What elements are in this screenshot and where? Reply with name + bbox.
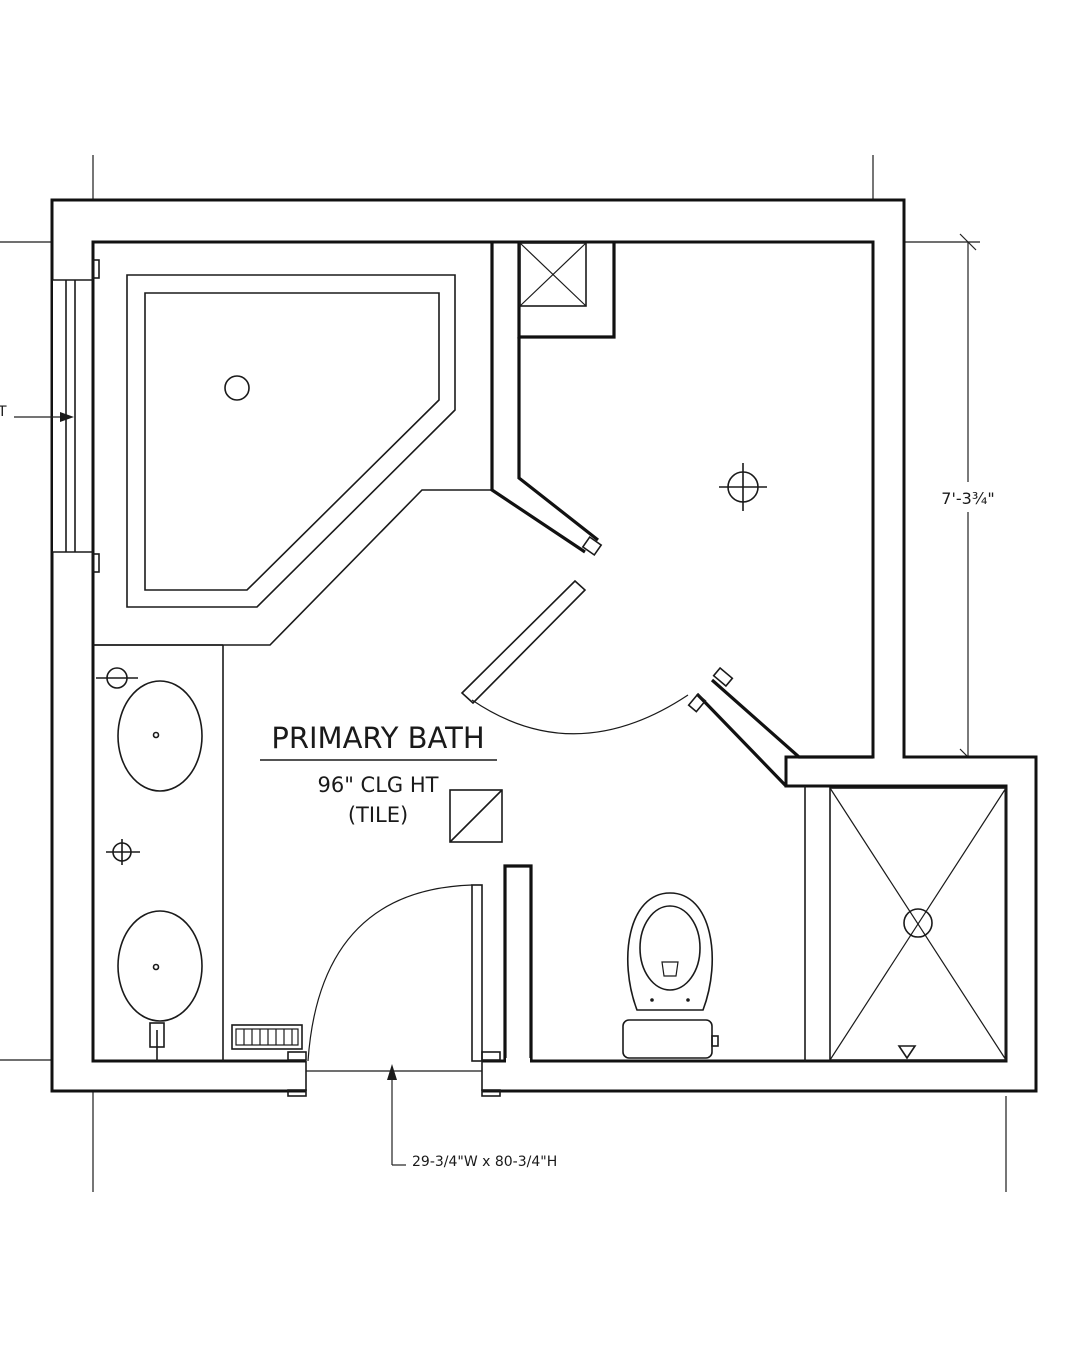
shower — [804, 786, 1007, 1061]
shower-drain — [903, 908, 933, 938]
exhaust-fan — [519, 242, 587, 307]
height-dimension-label: 7'-3¾" — [941, 489, 994, 508]
left-note-arrow: T — [0, 404, 74, 422]
vanity — [93, 644, 224, 1061]
left-note: T — [0, 404, 7, 420]
sink-upper — [117, 680, 203, 792]
tile-symbol — [449, 789, 503, 843]
entry-door — [287, 884, 501, 1166]
room-name: PRIMARY BATH — [271, 721, 484, 755]
toilet-partition — [503, 864, 533, 1063]
bathtub — [93, 274, 492, 646]
wc-door — [460, 579, 689, 735]
toilet-icon — [622, 892, 719, 1059]
ceiling-light-icon — [719, 463, 767, 511]
door-size-label: 29-3/4"W x 80-3/4"H — [412, 1154, 557, 1170]
ceiling-height: 96" CLG HT — [318, 773, 439, 797]
sink-lower — [117, 910, 203, 1022]
floor-finish: (TILE) — [348, 803, 408, 827]
tub-drain — [224, 375, 250, 401]
wc-walls — [490, 242, 873, 788]
room-label: PRIMARY BATH 96" CLG HT (TILE) — [260, 721, 497, 827]
heat-register — [231, 1024, 303, 1050]
